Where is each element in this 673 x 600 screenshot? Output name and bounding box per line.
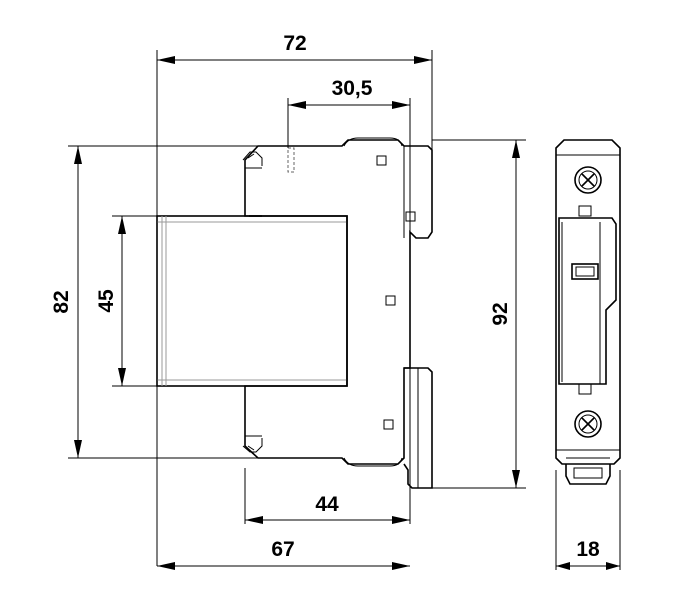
side-view: [156, 137, 433, 489]
dim-base-depth: 67: [271, 538, 294, 561]
hidden-feature: [287, 147, 295, 173]
dim-rail-depth: 44: [315, 493, 339, 516]
din-rail-clip: [403, 367, 433, 489]
dim-overall-depth: 72: [283, 32, 306, 55]
bottom-screw-icon: [574, 410, 602, 438]
cartridge: [558, 217, 617, 385]
indicator-square: [385, 295, 396, 306]
dim-front-offset: 30,5: [332, 77, 373, 100]
front-cover: [156, 215, 348, 387]
front-view: [555, 139, 621, 485]
dim-width: 18: [576, 538, 600, 561]
bottom-latch: [343, 457, 403, 467]
bottom-clip: [242, 438, 263, 453]
dim-front-height: 45: [95, 289, 118, 313]
top-screw-icon: [574, 166, 602, 194]
top-latch: [343, 137, 403, 147]
front-din-clip: [565, 464, 611, 485]
dim-total-height: 92: [489, 302, 512, 325]
dim-body-height: 82: [50, 290, 73, 313]
bottom-tab: [578, 383, 592, 395]
indicator-square: [383, 419, 394, 430]
status-window: [571, 263, 599, 280]
front-outline: [555, 139, 621, 465]
top-clip: [242, 151, 263, 166]
indicator-square: [376, 155, 387, 166]
dimensions: 72 30,5 82 45 92 44 67 18: [50, 32, 621, 570]
top-tab: [578, 205, 592, 217]
